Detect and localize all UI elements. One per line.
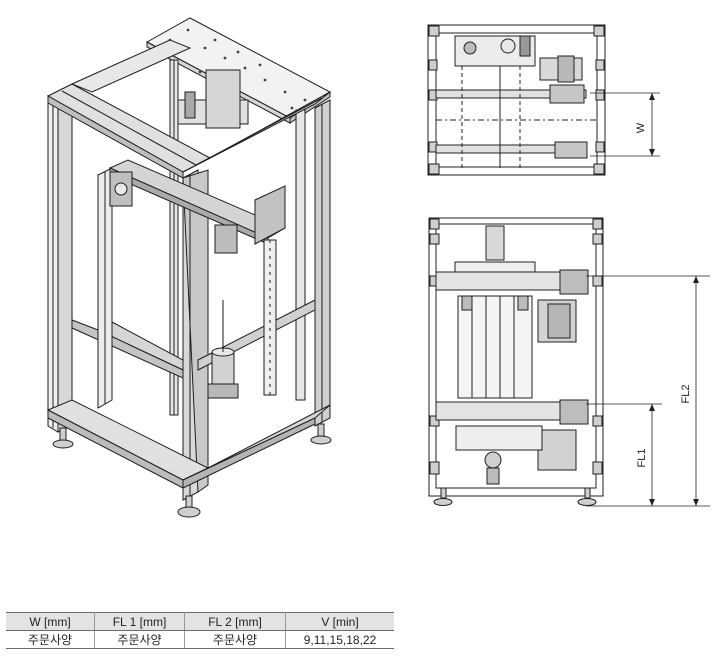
spec-table: W [mm] FL 1 [mm] FL 2 [mm] V [min] 주문사양 …: [6, 612, 394, 649]
top-view: [427, 24, 606, 176]
width-dim-label: W: [635, 122, 647, 133]
fl1-dim-label: FL1: [636, 449, 648, 468]
cell-w: 주문사양: [6, 630, 95, 649]
header-fl2: FL 2 [mm]: [184, 612, 286, 631]
header-fl1: FL 1 [mm]: [94, 612, 185, 631]
spec-table-header: W [mm] FL 1 [mm] FL 2 [mm] V [min]: [6, 612, 394, 631]
cell-v: 9,11,15,18,22: [285, 630, 394, 649]
cell-fl1: 주문사양: [94, 630, 185, 649]
header-v: V [min]: [285, 612, 394, 631]
fl2-dimension: [586, 275, 710, 507]
width-dimension: [590, 92, 660, 157]
leveling-feet: [52, 423, 332, 518]
table-row: 주문사양 주문사양 주문사양 9,11,15,18,22: [6, 630, 394, 649]
fl1-dimension: [586, 403, 662, 506]
cell-fl2: 주문사양: [184, 630, 286, 649]
header-w: W [mm]: [6, 612, 95, 631]
fl2-dim-label: FL2: [680, 385, 692, 404]
side-view: [428, 217, 604, 506]
